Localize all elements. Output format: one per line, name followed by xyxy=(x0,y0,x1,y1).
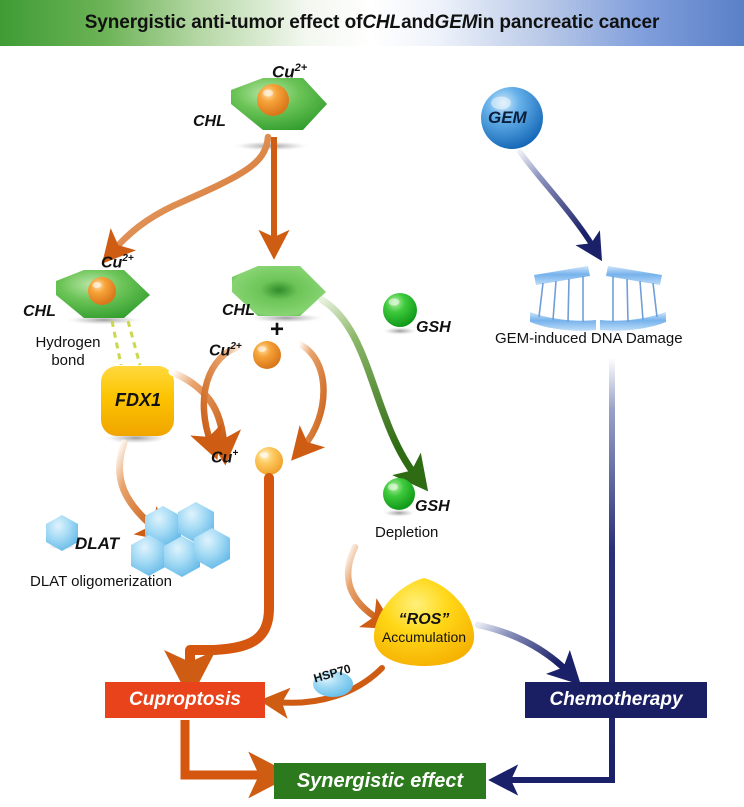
dna-damage-structure xyxy=(530,266,666,331)
hydrogen-bond-line1: Hydrogen xyxy=(35,334,101,351)
dna-rung-l1 xyxy=(538,282,544,318)
cuproptosis-box[interactable] xyxy=(105,682,265,718)
cu1-sphere xyxy=(255,447,283,475)
dlat-label: DLAT xyxy=(75,534,120,553)
arrow-ros-to-chemotherapy xyxy=(474,621,581,685)
title-text-mid: and xyxy=(401,12,435,33)
cu2-label-left: Cu2+ xyxy=(101,253,134,272)
gem-highlight xyxy=(491,96,511,110)
hsp70-node xyxy=(313,671,353,697)
gem-node xyxy=(481,87,543,149)
plus-sign: + xyxy=(270,316,285,343)
chl-center-hexagon xyxy=(232,266,326,316)
cu2-charge-top: 2+ xyxy=(294,62,308,74)
synergistic-effect-box[interactable] xyxy=(274,763,486,799)
gem-label: GEM xyxy=(488,108,527,127)
title-banner xyxy=(0,0,744,46)
cu1-highlight xyxy=(259,452,269,458)
shadow-gsh-top xyxy=(382,327,418,335)
hbond-line-2 xyxy=(126,320,142,366)
arrow-cycle-right xyxy=(291,340,327,461)
cu2-highlight-left xyxy=(92,282,102,288)
cu2-sphere-left xyxy=(88,277,116,305)
arrow-gsh-depletion xyxy=(318,296,429,492)
gsh-sphere-top xyxy=(383,293,417,327)
dna-damage-caption: GEM-induced DNA Damage xyxy=(495,330,683,347)
chemotherapy-label[interactable]: Chemotherapy xyxy=(549,689,683,710)
title-text-post: in pancreatic cancer xyxy=(477,12,660,33)
cu1-charge: + xyxy=(232,448,239,459)
chl-center-molecule xyxy=(232,266,326,316)
page-title: Synergistic anti-tumor effect of CHL and… xyxy=(0,0,744,46)
dna-rung-l3 xyxy=(567,278,570,323)
shadow-gsh-bottom xyxy=(382,509,416,517)
gsh-highlight-bottom xyxy=(388,483,398,491)
dlat-oligomer-4 xyxy=(164,536,200,577)
gsh-depletion-caption: Depletion xyxy=(375,524,439,541)
cuproptosis-label[interactable]: Cuproptosis xyxy=(129,689,241,710)
dna-strand-left-bottom xyxy=(530,312,596,331)
dna-rung-r3 xyxy=(639,280,644,321)
hydrogen-bond-line2: bond xyxy=(51,352,85,369)
dna-rung-r2 xyxy=(626,278,629,323)
hydrogen-bond-lines xyxy=(110,320,142,366)
title-text-chl: CHL xyxy=(362,12,402,33)
arrow-fdx1-to-cu1 xyxy=(168,368,242,466)
gsh-highlight-top xyxy=(388,298,400,306)
chl-label-center: CHL xyxy=(222,302,255,319)
cu2-label-cycle: Cu2+ xyxy=(209,341,242,360)
dna-strand-right-bottom xyxy=(600,312,666,331)
gsh-label-bottom: GSH xyxy=(415,498,450,515)
chl-top-molecule xyxy=(231,78,327,130)
dlat-oligomer-3 xyxy=(131,535,167,576)
chl-label-left: CHL xyxy=(23,303,56,320)
fdx1-label: FDX1 xyxy=(114,390,161,410)
arrow-chl-to-left-branch xyxy=(102,133,272,264)
fdx1-node xyxy=(101,366,174,436)
chl-label-top: CHL xyxy=(193,113,226,130)
arrow-depletion-to-ros xyxy=(344,543,396,630)
chemotherapy-box[interactable] xyxy=(525,682,707,718)
dlat-oligomer-1 xyxy=(145,506,181,547)
cu2-highlight-cycle xyxy=(257,346,267,352)
arrow-dna-to-synergistic xyxy=(488,358,615,796)
dna-strand-left-top xyxy=(534,266,590,285)
dlat-oligomerization-caption: DLAT oligomerization xyxy=(30,573,173,590)
cu2-highlight-top xyxy=(263,89,273,97)
dna-rung-r4 xyxy=(652,282,658,318)
title-text-gem: GEM xyxy=(434,12,478,33)
dlat-oligomer-cluster xyxy=(131,502,230,577)
cu2-sphere-cycle xyxy=(253,341,281,369)
chl-left-molecule xyxy=(56,270,150,318)
gsh-sphere-bottom xyxy=(383,478,415,510)
dna-strand-right-top xyxy=(606,266,662,285)
ros-node xyxy=(373,578,475,666)
arrow-gem-to-dna xyxy=(517,149,603,262)
arrow-cu1-to-cuproptosis xyxy=(163,473,274,700)
dlat-oligomer-5 xyxy=(194,528,230,569)
arrow-cycle-left xyxy=(190,341,247,461)
cu2-sphere-top xyxy=(257,84,289,116)
dna-rung-l2 xyxy=(552,280,557,321)
cu1-label: Cu+ xyxy=(211,448,239,467)
hydrogen-bond-label: Hydrogen bond xyxy=(25,334,111,370)
cu2-charge-cycle: 2+ xyxy=(230,341,242,352)
hbond-line-1 xyxy=(110,320,123,366)
gsh-label-top: GSH xyxy=(416,319,451,336)
ros-label: “ROS” Accumulation xyxy=(374,602,474,654)
arrow-cuproptosis-to-synergistic xyxy=(180,720,294,799)
dlat-hexagon xyxy=(46,515,78,551)
ros-label-line1: “ROS” xyxy=(398,610,450,628)
ros-label-line2: Accumulation xyxy=(381,629,467,646)
cu2-charge-left: 2+ xyxy=(122,253,134,264)
synergistic-effect-label[interactable]: Synergistic effect xyxy=(296,769,464,792)
cu2-label-top: Cu2+ xyxy=(272,62,308,82)
title-text-pre: Synergistic anti-tumor effect of xyxy=(84,12,363,33)
dlat-monomer xyxy=(46,515,78,551)
